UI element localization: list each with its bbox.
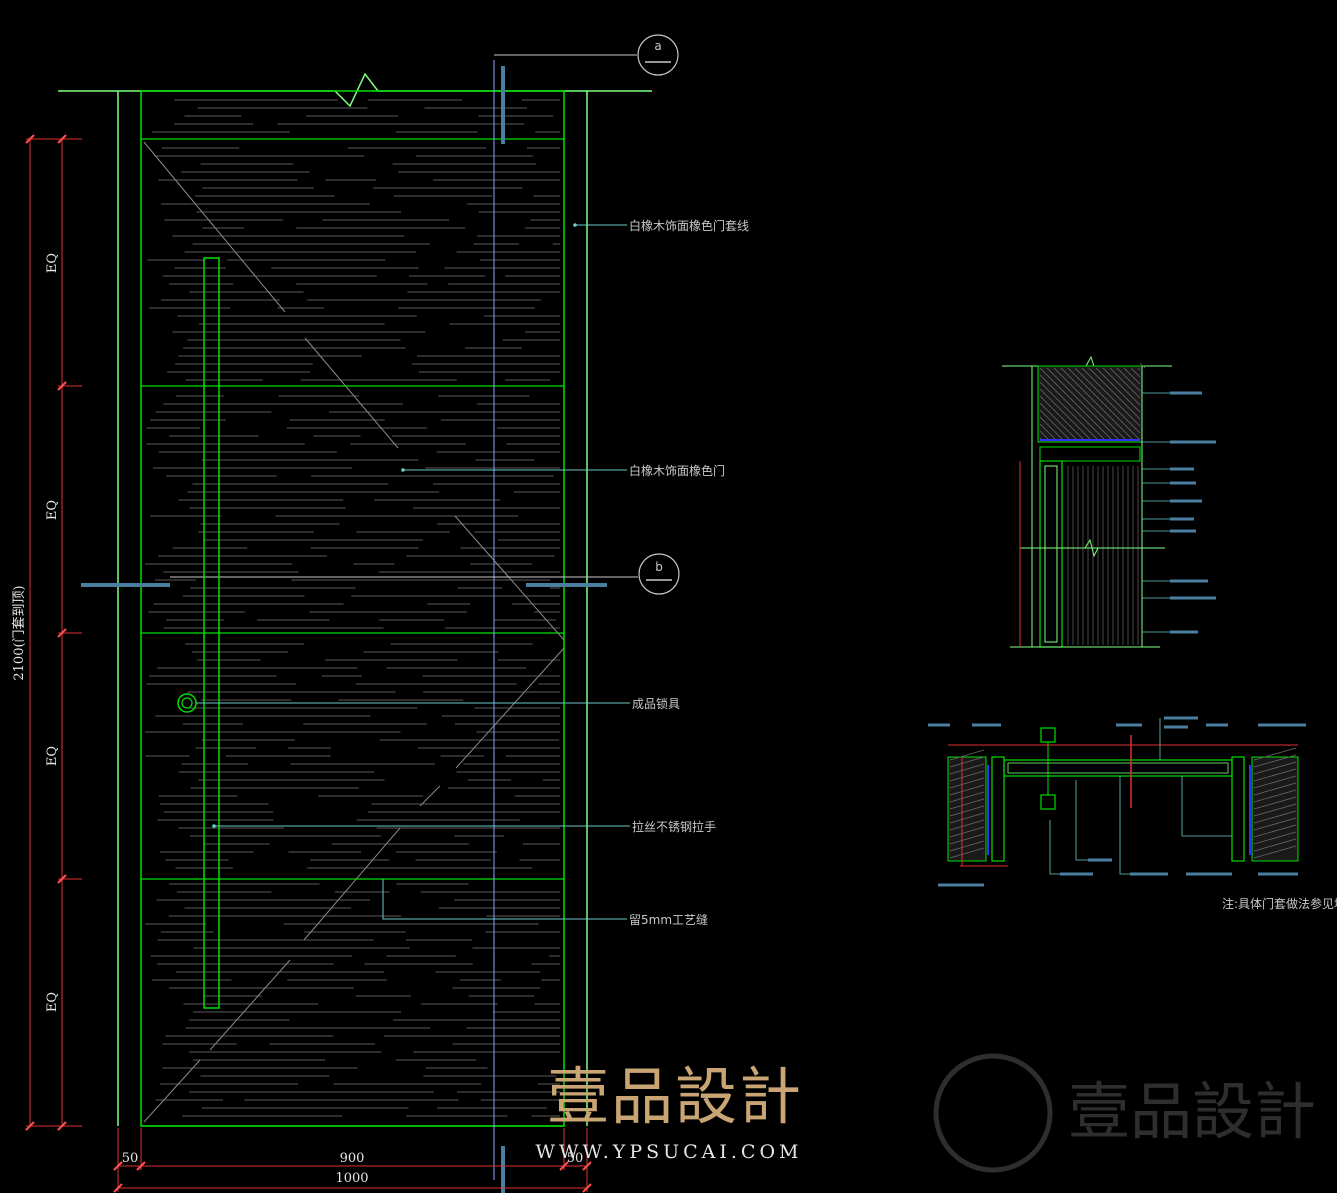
svg-text:50: 50 (567, 1151, 584, 1166)
svg-text:900: 900 (340, 1151, 365, 1166)
callout-door-leaf: 白橡木饰面橡色门 (629, 463, 725, 478)
watermark-logo: 壹品設計 WWW.YPSUCAI.COM (535, 1060, 803, 1163)
watermark-seal (933, 1053, 1053, 1173)
callout-frame-trim: 白橡木饰面橡色门套线 (629, 218, 749, 233)
plan-note: 注:具体门套做法参见墙身 (1222, 896, 1337, 911)
section-mark-a: a (637, 34, 679, 76)
svg-text:b: b (655, 560, 663, 574)
watermark-url: WWW.YPSUCAI.COM (535, 1141, 802, 1163)
lock-symbol (177, 693, 197, 713)
callout-groove: 留5mm工艺缝 (629, 912, 708, 927)
callout-lock: 成品锁具 (632, 696, 680, 711)
svg-text:EQ: EQ (45, 253, 60, 273)
left-dimensions: EQ EQ EQ EQ 2100(门套到顶) (11, 134, 82, 1131)
watermark-faded-brand: 壹品設計 (1068, 1075, 1316, 1148)
svg-text:EQ: EQ (45, 746, 60, 766)
vertical-section-detail (1002, 355, 1216, 648)
section-mark-b: b (638, 553, 680, 595)
faded-watermark: 壹品設計 (933, 1053, 1316, 1173)
svg-text:a: a (654, 39, 661, 53)
door-elevation: a b 白橡木饰面橡色门套线 白橡木饰面橡色门 成品锁具 拉丝不锈钢拉手 留5m… (58, 34, 749, 1193)
svg-text:2100(门套到顶): 2100(门套到顶) (11, 585, 27, 680)
bottom-dimensions: 50 900 50 1000 (113, 1128, 592, 1193)
plan-section-detail: 注:具体门套做法参见墙身 (928, 716, 1337, 911)
callout-handle: 拉丝不锈钢拉手 (632, 819, 716, 834)
svg-text:EQ: EQ (45, 992, 60, 1012)
watermark-brand: 壹品設計 (547, 1060, 803, 1133)
top-break-line (58, 72, 652, 108)
svg-text:50: 50 (122, 1151, 139, 1166)
svg-text:EQ: EQ (45, 500, 60, 520)
pull-handle (203, 257, 220, 1009)
svg-text:1000: 1000 (335, 1171, 368, 1186)
